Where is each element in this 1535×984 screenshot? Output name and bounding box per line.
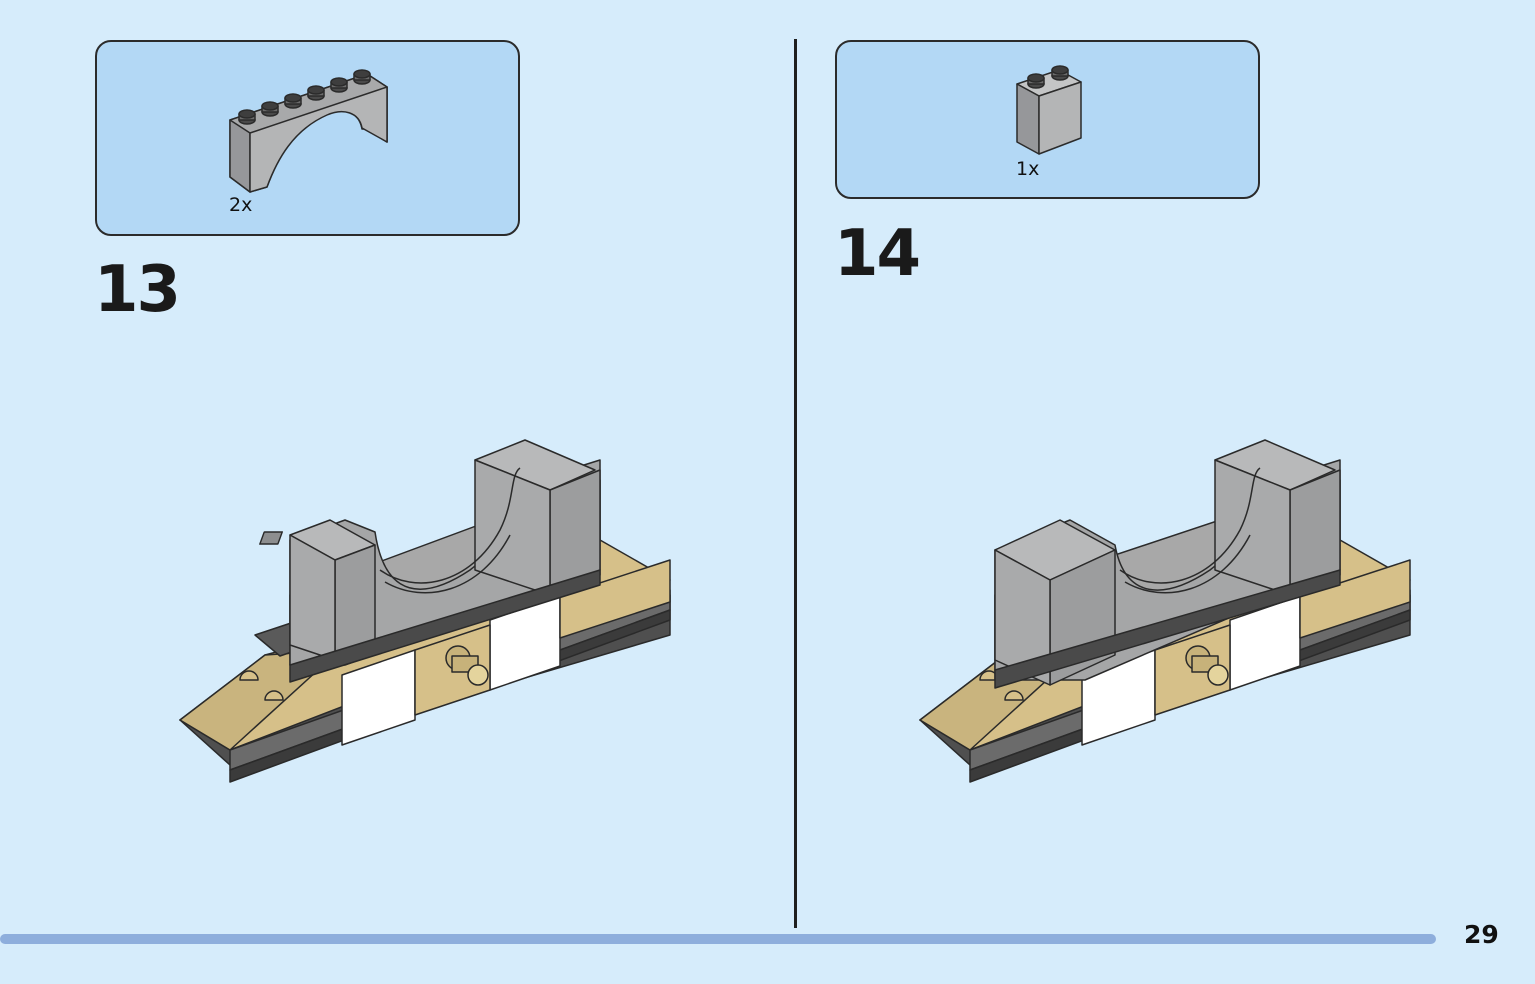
arch-brick-icon	[229, 69, 388, 193]
step-14-model-illustration	[919, 439, 1411, 783]
step-number: 14	[834, 217, 921, 291]
part-quantity: 1x	[1016, 158, 1040, 180]
step-13-model-illustration	[179, 439, 671, 783]
page-number: 29	[1464, 920, 1499, 949]
part-quantity: 2x	[229, 194, 253, 216]
brick-icon	[1016, 65, 1082, 155]
parts-callout-step-14: 1x	[835, 40, 1260, 199]
page-progress-bar	[0, 934, 1436, 944]
step-number: 13	[94, 253, 181, 327]
parts-callout-step-13: 2x	[95, 40, 520, 236]
page-divider	[794, 39, 797, 928]
